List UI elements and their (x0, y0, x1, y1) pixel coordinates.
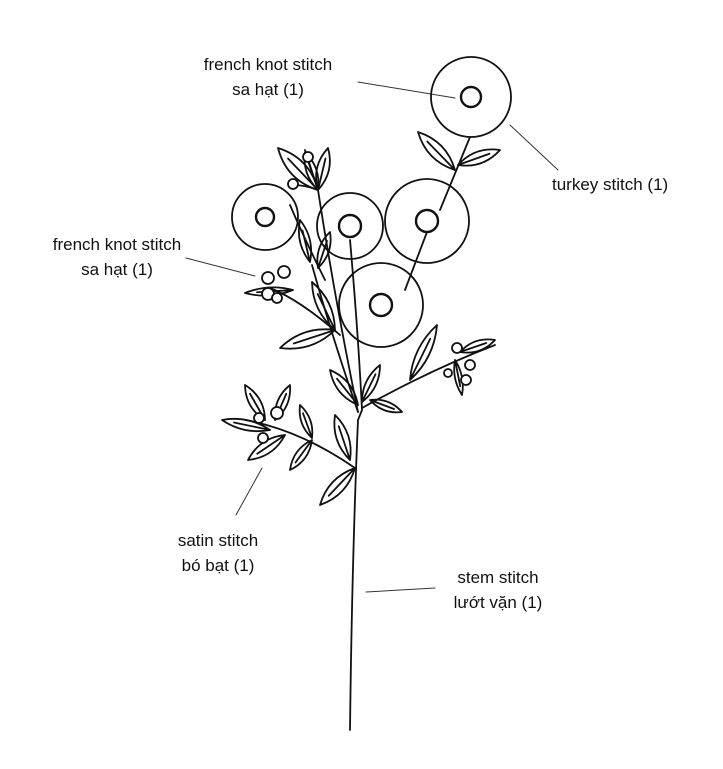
flower-outer (430, 56, 512, 138)
flowers (231, 56, 512, 348)
leaf (329, 369, 359, 406)
flower-outer (338, 262, 424, 348)
label-line: turkey stitch (1) (552, 175, 669, 194)
stem (349, 239, 363, 731)
leaf (409, 324, 438, 381)
label-stem-stitch: stem stitch lướt vặn (1) (438, 565, 558, 615)
label-french-knot-left: french knot stitch sa hạt (1) (37, 232, 197, 282)
label-line: sa hạt (1) (232, 80, 304, 99)
stem (311, 264, 359, 413)
leaf (316, 231, 332, 269)
leaf (333, 414, 352, 461)
label-line: bó bạt (1) (181, 556, 255, 575)
label-line: lướt vặn (1) (453, 593, 543, 612)
berry (460, 374, 472, 386)
leader-line (357, 81, 456, 99)
leaf (453, 359, 464, 396)
label-french-knot-top: french knot stitch sa hạt (1) (188, 52, 348, 102)
label-satin-stitch: satin stitch bó bạt (1) (158, 528, 278, 578)
flower-outer (316, 192, 384, 260)
berry (443, 368, 453, 378)
leaf (459, 338, 496, 354)
leaves (221, 131, 501, 506)
berry (271, 292, 283, 304)
leader-line (235, 467, 263, 516)
leaf (311, 281, 336, 331)
leader-line (509, 124, 559, 171)
label-line: stem stitch (457, 568, 539, 587)
berry (257, 432, 269, 444)
leaf (319, 467, 356, 506)
leaf (457, 148, 501, 167)
leaf (315, 147, 331, 191)
label-turkey-stitch: turkey stitch (1) (552, 172, 668, 197)
berry (270, 406, 284, 420)
flower-outer (231, 183, 299, 251)
leader-lines (185, 81, 559, 593)
french-knot-center (414, 208, 440, 234)
leaf (289, 439, 313, 471)
leader-line (185, 257, 256, 277)
leaf (417, 131, 456, 171)
leaf (298, 404, 314, 439)
stem (439, 136, 471, 211)
berry (277, 265, 291, 279)
leaf (279, 328, 336, 350)
leaf (369, 398, 403, 414)
stem (304, 149, 359, 413)
leaf (361, 364, 381, 403)
stems (244, 136, 496, 731)
berry (451, 342, 463, 354)
berry (253, 412, 265, 424)
french-knot-center (337, 213, 363, 239)
label-line: satin stitch (177, 531, 259, 550)
label-line: french knot stitch (52, 235, 182, 254)
stem (289, 204, 326, 281)
berry (287, 178, 299, 190)
french-knot-center (368, 292, 394, 318)
french-knot-center (459, 85, 483, 109)
berry (464, 359, 476, 371)
leaf (247, 434, 286, 461)
label-line: sa hạt (1) (81, 260, 153, 279)
berry (261, 271, 275, 285)
flower-outer (384, 178, 470, 264)
label-line: french knot stitch (203, 55, 333, 74)
french-knot-center (254, 206, 276, 228)
leader-line (365, 587, 436, 593)
berry (302, 151, 314, 163)
berries (253, 151, 476, 444)
leaf (297, 219, 313, 263)
